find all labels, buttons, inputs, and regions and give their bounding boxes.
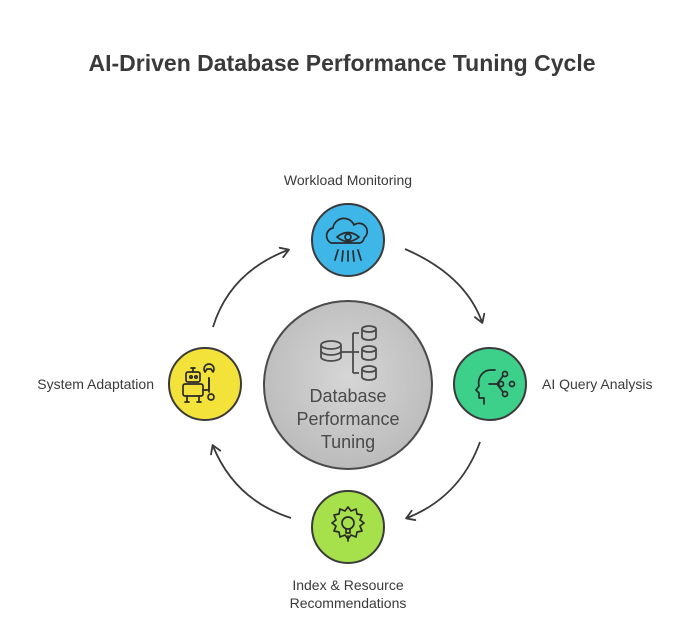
robot-wrench-icon xyxy=(182,363,215,403)
node-ai-query-analysis xyxy=(453,347,527,421)
arrow-recommend-to-adapt xyxy=(210,444,292,519)
label-recommendations-line-2: Recommendations xyxy=(290,595,407,611)
label-recommendations-line-1: Index & Resource xyxy=(292,577,403,593)
node-index-resource-recommendations xyxy=(311,490,385,564)
center-line-2: Performance xyxy=(296,409,399,429)
center-line-3: Tuning xyxy=(321,432,375,452)
database-cluster-icon xyxy=(320,325,377,381)
diagram-title: AI-Driven Database Performance Tuning Cy… xyxy=(88,50,596,76)
label-workload-monitoring: Workload Monitoring xyxy=(284,172,412,188)
label-ai-query-analysis: AI Query Analysis xyxy=(542,376,653,392)
arrow-adapt-to-workload xyxy=(212,246,290,328)
center-node: Database Performance Tuning xyxy=(263,300,433,470)
center-line-1: Database xyxy=(309,386,386,406)
label-system-adaptation: System Adaptation xyxy=(37,376,154,392)
gear-bulb-icon xyxy=(331,506,365,542)
node-workload-monitoring xyxy=(311,203,385,277)
arrow-analysis-to-recommend xyxy=(405,441,481,521)
node-system-adaptation xyxy=(168,347,242,421)
cloud-eye-icon xyxy=(325,217,369,262)
arrow-workload-to-analysis xyxy=(404,248,486,324)
ai-head-icon xyxy=(475,369,516,405)
